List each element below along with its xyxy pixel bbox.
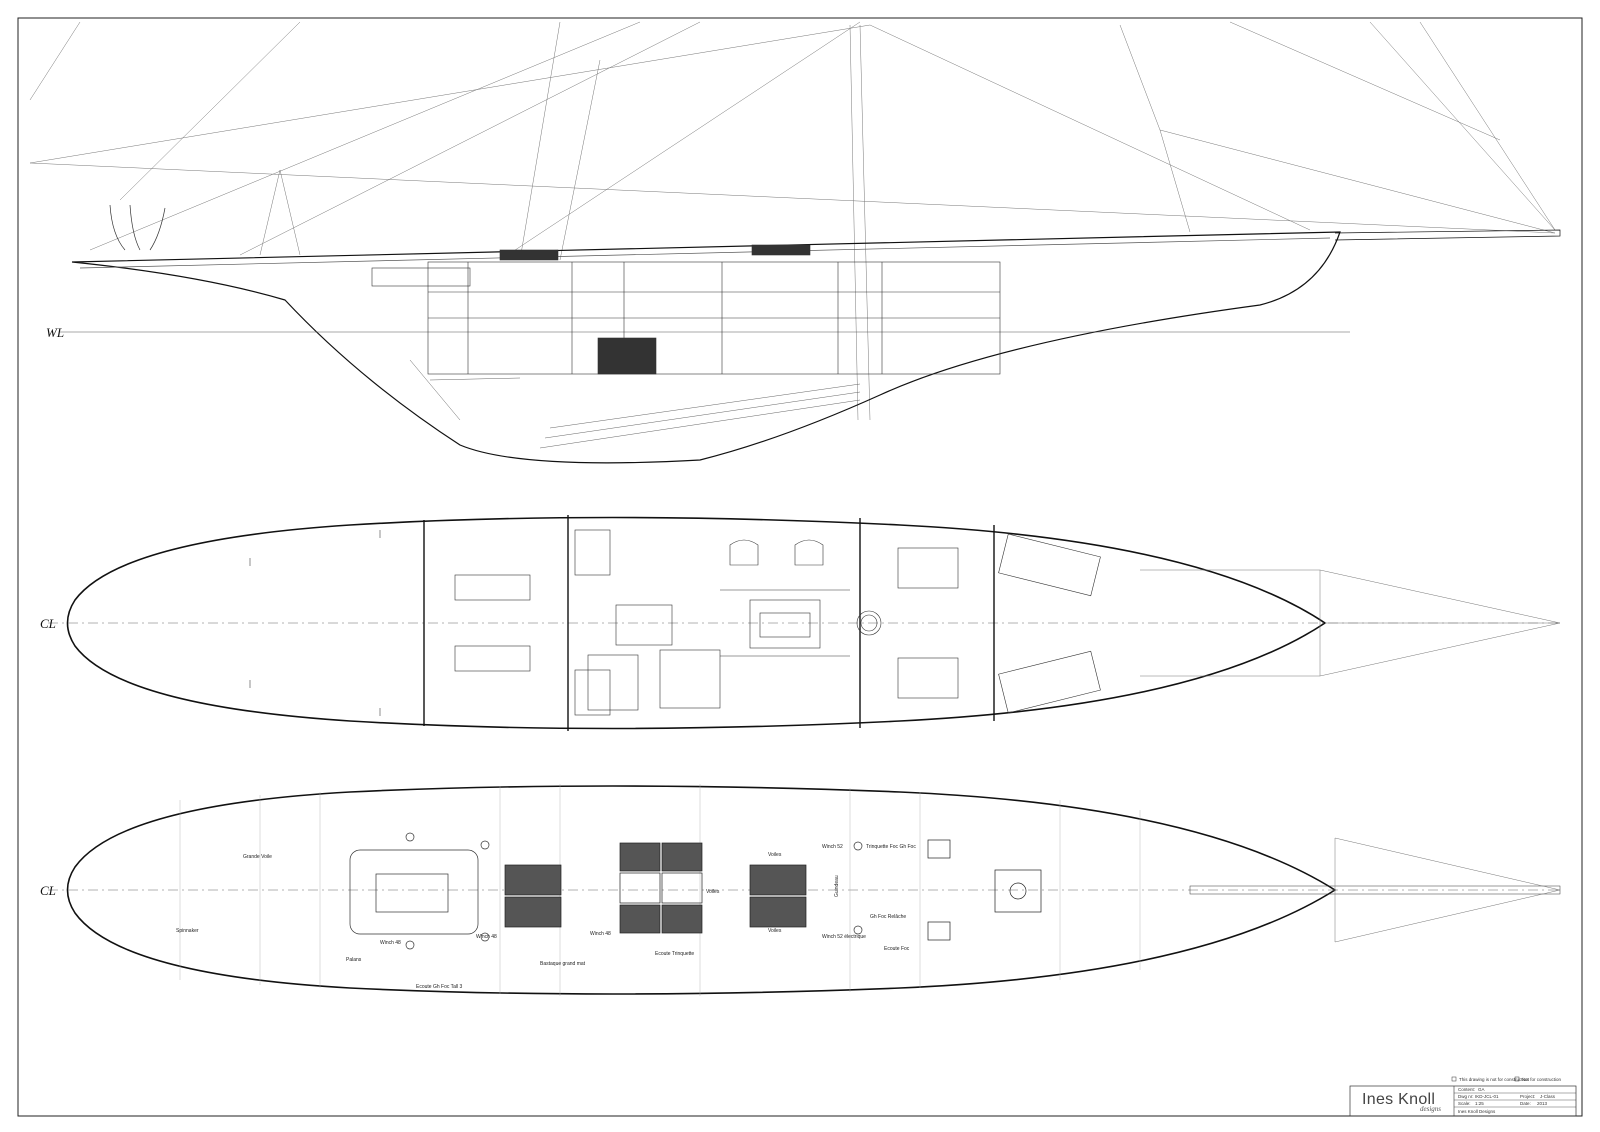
legend-mark xyxy=(1451,1076,1457,1082)
deck-labels: Grande Voile Spinnaker Palans Winch 48 W… xyxy=(176,844,916,990)
interior-profile xyxy=(371,244,1001,375)
deck-label: Voiles xyxy=(706,889,720,895)
tb-row-value: 1:25 xyxy=(1475,1101,1484,1106)
studio-tag: designs xyxy=(1420,1105,1441,1113)
winches xyxy=(405,832,863,950)
bowsprit-top xyxy=(1189,837,1561,943)
deck-label: Voiles xyxy=(768,928,782,934)
bulkheads xyxy=(423,515,995,731)
centerline-mark-interior: CL xyxy=(40,616,56,631)
deck-label: Grande Voile xyxy=(243,854,272,860)
deck-label: Bastaque grand mat xyxy=(540,961,586,967)
frame-ticks xyxy=(249,530,381,716)
legend-mark xyxy=(1514,1076,1520,1082)
deck-label: Guindeau xyxy=(834,875,840,897)
tb-row-label: Ines Knoll Designs xyxy=(1458,1109,1496,1114)
deck-label: Winch 48 xyxy=(590,931,611,937)
waterline-mark: WL xyxy=(46,325,64,340)
tb-row-label: Project: xyxy=(1520,1094,1535,1099)
hull-profile xyxy=(71,231,1341,464)
deck-label: Spinnaker xyxy=(176,928,199,934)
tb-row-label: Dwg nr: xyxy=(1458,1094,1474,1099)
deck-label: Ecoute Foc xyxy=(884,946,910,952)
sheer-line xyxy=(79,237,1331,269)
tb-row-value: IKD-JCL-01 xyxy=(1475,1094,1499,1099)
studio-name: Ines Knoll xyxy=(1362,1091,1435,1108)
deck-label: Voiles xyxy=(768,852,782,858)
centerline-mark-top: CL xyxy=(40,883,56,898)
profile-view xyxy=(29,21,1561,464)
tb-row-label: Content: xyxy=(1458,1087,1475,1092)
deck-label: Gh Foc Relâche xyxy=(870,914,906,920)
deck-label: Winch 52 électrique xyxy=(822,934,866,940)
tb-row-label: Date: xyxy=(1520,1101,1531,1106)
deck-plan-top xyxy=(48,784,1561,996)
hull-outline-top xyxy=(66,785,1337,995)
keel-detail xyxy=(409,359,861,449)
deck-label: Trinquette Foc Gh Foc xyxy=(866,844,916,850)
rigging-lines xyxy=(29,21,1556,421)
deck-label: Ecoute Trinquette xyxy=(655,951,694,957)
cockpit xyxy=(349,849,479,935)
legend-text: Not for construction xyxy=(1522,1077,1562,1082)
hatches xyxy=(504,839,1042,941)
davits xyxy=(109,204,166,251)
deck-label: Winch 48 xyxy=(476,934,497,940)
tb-row-value: GA xyxy=(1478,1087,1485,1092)
tb-row-label: Scale: xyxy=(1458,1101,1471,1106)
deck-label: Winch 52 xyxy=(822,844,843,850)
deck-planking xyxy=(179,784,1141,996)
bowsprit-plan xyxy=(1140,569,1561,677)
interior-rooms xyxy=(454,529,1101,716)
bowsprit xyxy=(1334,229,1561,241)
tb-row-value: J-Class xyxy=(1540,1094,1556,1099)
title-block-rows: Content: GA Dwg nr: IKD-JCL-01 Project: … xyxy=(1454,1087,1576,1114)
legend-text: This drawing is not for construction xyxy=(1459,1077,1529,1082)
deck-plan-interior xyxy=(48,515,1561,731)
deck-label: Palans xyxy=(346,957,362,963)
hull-outline-interior xyxy=(66,516,1327,730)
title-block: This drawing is not for construction Not… xyxy=(1349,1076,1577,1117)
deck-label: Ecoute Gh Foc Tall 3 xyxy=(416,984,463,990)
sheet-border xyxy=(17,17,1583,1117)
deck-label: Winch 48 xyxy=(380,940,401,946)
tb-row-value: 2013 xyxy=(1537,1101,1548,1106)
